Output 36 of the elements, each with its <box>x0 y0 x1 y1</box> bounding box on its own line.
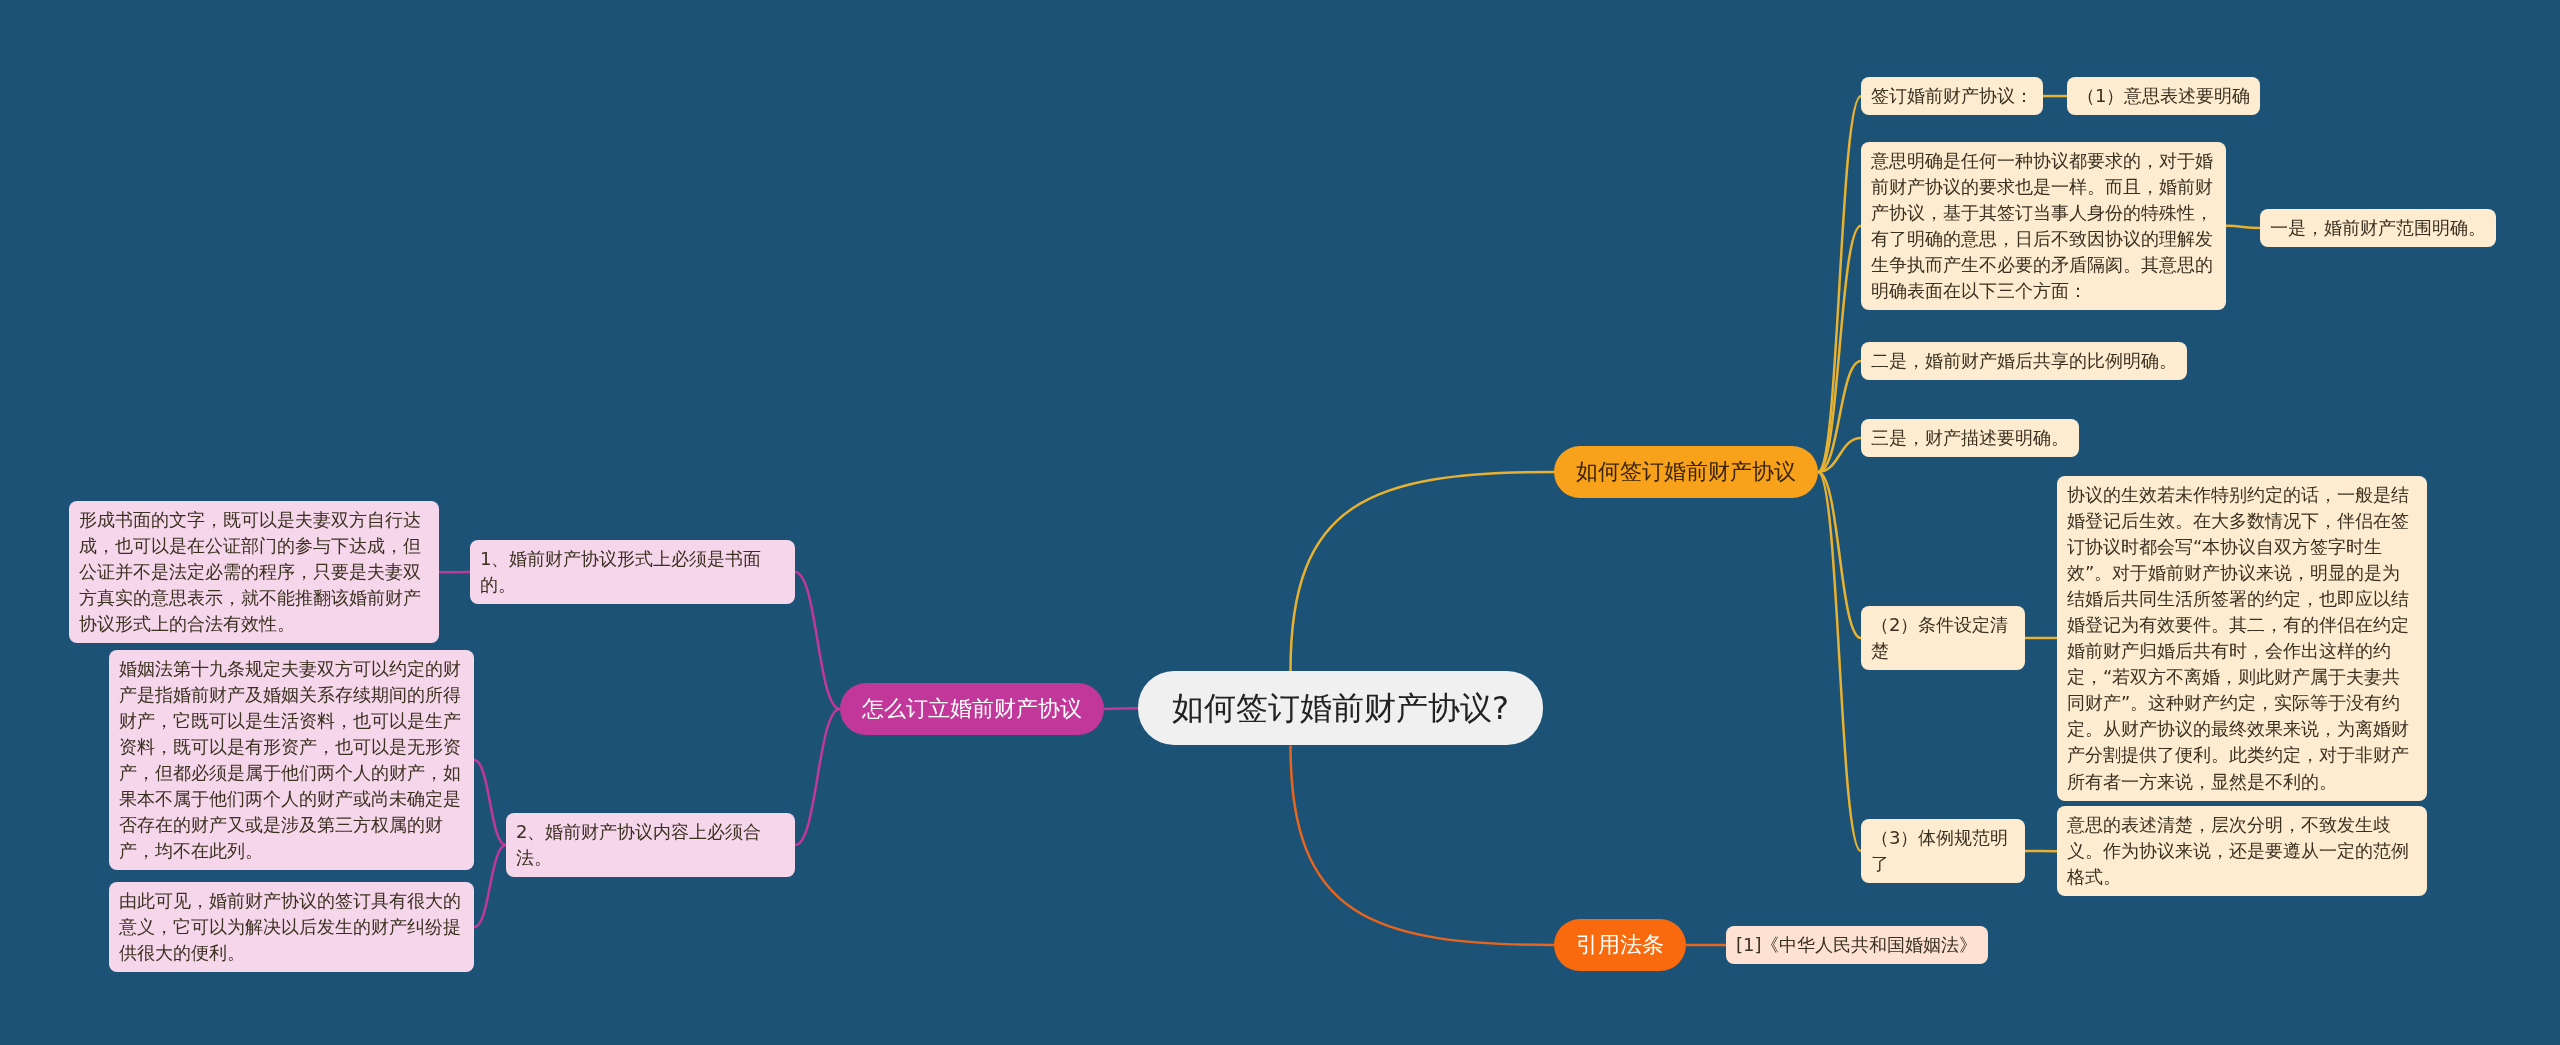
connector-line <box>1817 224 1862 473</box>
connector-line <box>2226 224 2260 230</box>
topic-box: 意思的表述清楚，层次分明，不致发生歧义。作为协议来说，还是要遵从一定的范例格式。 <box>2057 806 2427 897</box>
connector-line <box>2025 849 2057 853</box>
connector-line <box>473 758 507 847</box>
branch-topic: 引用法条 <box>1554 919 1686 971</box>
connector-line <box>439 570 470 574</box>
topic-box: 形成书面的文字，既可以是夫妻双方自行达成，也可以是在公证部门的参与下达成，但公证并不是法定必需的程序，只要是夫妻双方真实的意思表示，就不能推翻该婚前财产协议形式上的合法有效性。 <box>69 501 439 644</box>
connector-line <box>1289 470 1554 672</box>
connector-line <box>794 571 841 711</box>
branch-topic: 如何签订婚前财产协议 <box>1554 446 1818 498</box>
connector-line <box>1816 471 1863 852</box>
topic-box: 二是，婚前财产婚后共享的比例明确。 <box>1861 342 2187 381</box>
connector-line <box>794 707 841 847</box>
branch-topic: 怎么订立婚前财产协议 <box>840 683 1104 735</box>
topic-box: 协议的生效若未作特别约定的话，一般是结婚登记后生效。在大多数情况下，伴侣在签订协议时都会写“本协议自双方签字时生效”。对于婚前财产协议来说，明显的是为结婚后共同生活所签署的约定，也即应以结婚登记为有效要件。其二，有的伴侣在约定婚前财产归婚后共有时，会作出这样的约定，“若双方不离婚，则此财产属于夫妻共同财产”。这种财产约定，实际等于没有约定。从财产协议的最终效果来说，为离婚财产分割提供了便利。此类约定，对于非财产所有者一方来说，显然是不利的。 <box>2057 475 2427 801</box>
connector-line <box>473 843 507 929</box>
connector-line <box>2025 636 2057 640</box>
connector-line <box>1104 706 1138 711</box>
topic-box: 一是，婚前财产范围明确。 <box>2260 209 2496 248</box>
topic-box: （2）条件设定清楚 <box>1861 606 2025 671</box>
topic-box: 由此可见，婚前财产协议的签订具有很大的意义，它可以为解决以后发生的财产纠纷提供很大的便利。 <box>109 882 474 973</box>
topic-box: 1、婚前财产协议形式上必须是书面的。 <box>470 540 795 605</box>
central-topic: 如何签订婚前财产协议? <box>1138 671 1543 746</box>
topic-box: （3）体例规范明了 <box>1861 819 2025 884</box>
topic-box: [1]《中华人民共和国婚姻法》 <box>1726 926 1988 965</box>
connector-line <box>1817 470 1862 640</box>
connector-line <box>1289 745 1555 947</box>
topic-box: 三是，财产描述要明确。 <box>1861 419 2079 458</box>
topic-box: 2、婚前财产协议内容上必须合法。 <box>506 813 795 878</box>
topic-box: 签订婚前财产协议： <box>1861 77 2043 116</box>
topic-box: 婚姻法第十九条规定夫妻双方可以约定的财产是指婚前财产及婚姻关系存续期间的所得财产，它既可以是生活资料，也可以是生产资料，既可以是有形资产，也可以是无形资产，但都必须是属于他们两个人的财产，如果本不属于他们两个人的财产或尚未确定是否存在的财产又或是涉及第三方权属的财产，均不在此列。 <box>109 649 474 871</box>
topic-box: 意思明确是任何一种协议都要求的，对于婚前财产协议的要求也是一样。而且，婚前财产协议，基于其签订当事人身份的特殊性，有了明确的意思，日后不致因协议的理解发生争执而产生不必要的矛盾隔阂。其意思的明确表面在以下三个方面： <box>1861 141 2226 311</box>
connector-line <box>2043 94 2067 98</box>
topic-box: （1）意思表述要明确 <box>2067 77 2261 116</box>
connector-line <box>1686 943 1726 947</box>
